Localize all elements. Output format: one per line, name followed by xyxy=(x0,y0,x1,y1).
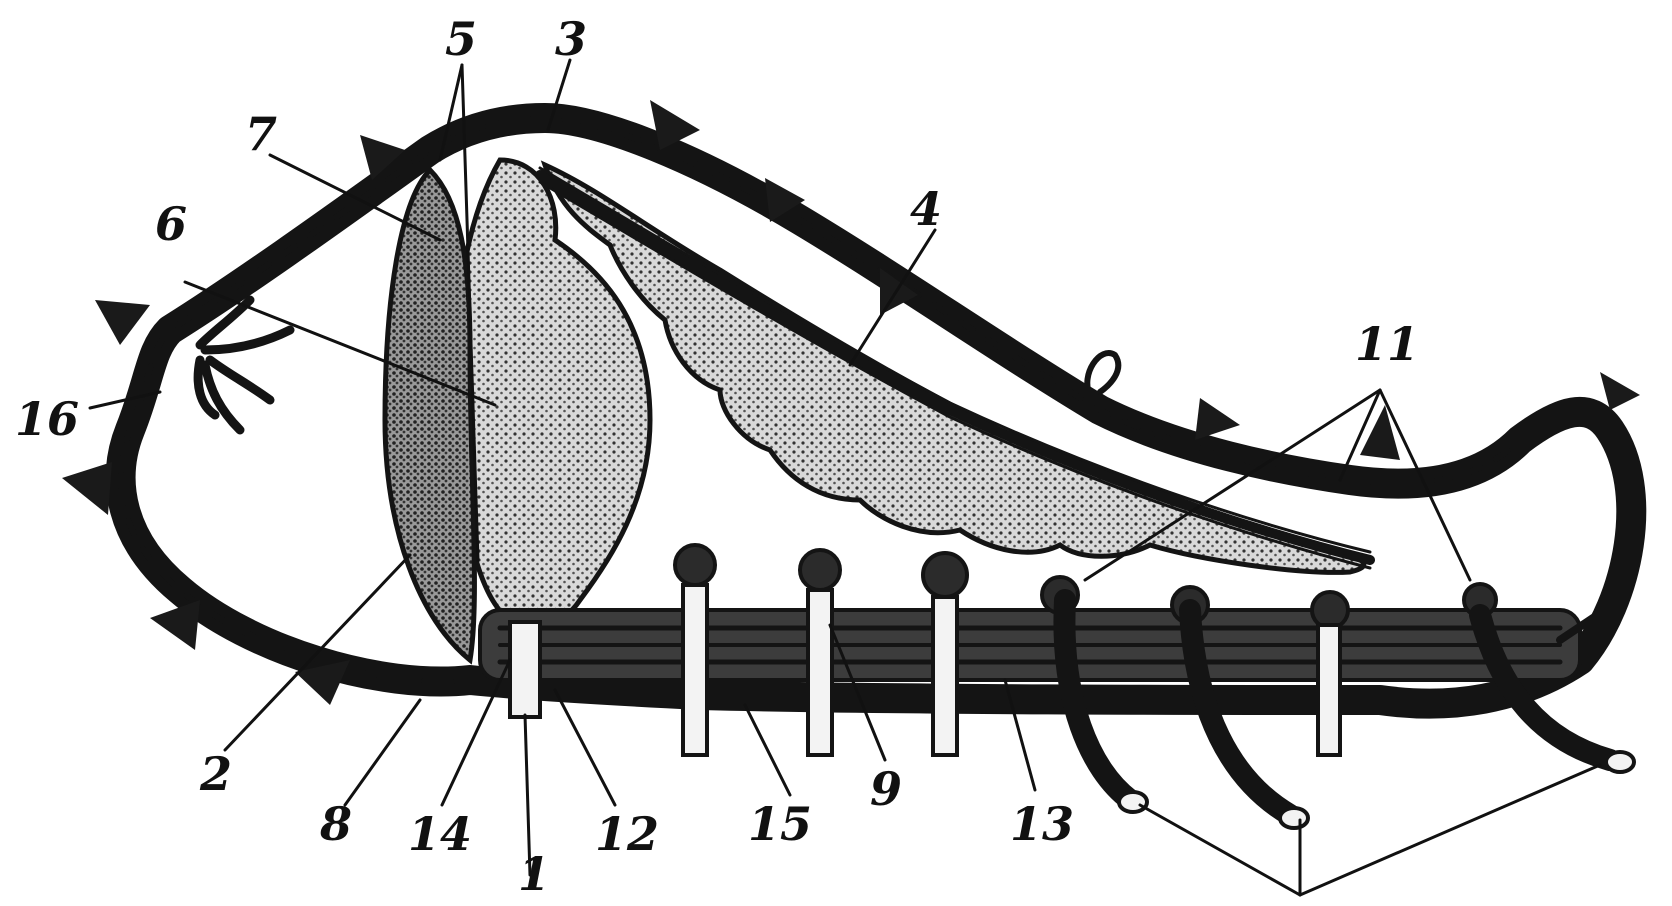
label-14: 14 xyxy=(408,807,472,861)
ring-block xyxy=(510,622,540,717)
curved-feet-tips xyxy=(1119,752,1634,828)
label-15: 15 xyxy=(748,797,812,851)
label-1: 1 xyxy=(518,847,550,901)
label-12: 12 xyxy=(595,807,659,861)
label-5: 5 xyxy=(445,12,477,66)
label-13: 13 xyxy=(1010,797,1074,851)
label-3: 3 xyxy=(555,12,587,66)
label-2: 2 xyxy=(199,747,232,801)
label-4: 4 xyxy=(910,182,942,236)
label-6: 6 xyxy=(155,197,187,251)
label-11: 11 xyxy=(1355,317,1419,371)
label-8: 8 xyxy=(319,797,352,851)
label-9: 9 xyxy=(870,762,902,816)
label-16: 16 xyxy=(15,392,79,446)
organ-2 xyxy=(385,170,474,660)
digestive-gland xyxy=(545,165,1364,572)
label-7: 7 xyxy=(245,107,277,161)
